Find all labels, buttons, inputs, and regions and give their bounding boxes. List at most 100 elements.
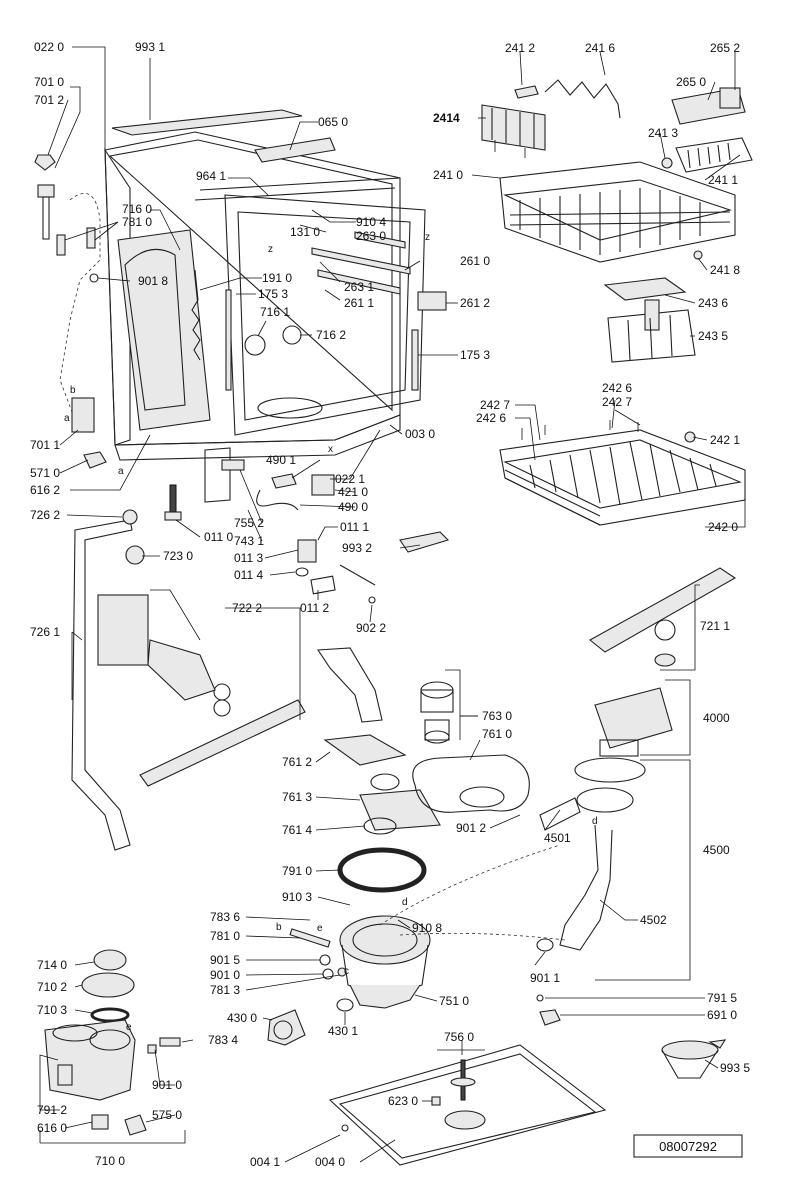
marker-z: z	[268, 244, 273, 255]
label-003-0: 003 0	[405, 427, 435, 441]
leader-lines	[39, 46, 746, 1163]
label-714-0: 714 0	[37, 958, 67, 972]
drawing-number-box: 08007292	[633, 1134, 743, 1158]
funnel	[661, 1039, 727, 1079]
label-011-2: 011 2	[300, 601, 329, 615]
label-901-2: 901 2	[456, 821, 486, 835]
part-labels: 022 0 993 1 701 0 701 2 065 0 964 1 716 …	[30, 40, 750, 1169]
label-175-3-a: 175 3	[258, 287, 288, 301]
label-263-0: 263 0	[356, 229, 386, 243]
label-011-3: 011 3	[234, 551, 263, 565]
label-242-7-a: 242 7	[480, 398, 510, 412]
label-722-2: 722 2	[232, 601, 262, 615]
label-781-3: 781 3	[210, 983, 240, 997]
label-710-2: 710 2	[37, 980, 67, 994]
label-781-0-b: 781 0	[210, 929, 240, 943]
label-701-2: 701 2	[34, 93, 64, 107]
label-490-1: 490 1	[266, 453, 296, 467]
label-623-0: 623 0	[388, 1094, 418, 1108]
label-131-0: 131 0	[290, 225, 320, 239]
label-902-2: 902 2	[356, 621, 386, 635]
label-4501: 4501	[544, 831, 571, 845]
label-791-2: 791 2	[37, 1103, 67, 1117]
label-910-4: 910 4	[356, 215, 386, 229]
label-175-3-b: 175 3	[460, 348, 490, 362]
label-241-8: 241 8	[710, 263, 740, 277]
label-430-0: 430 0	[227, 1011, 257, 1025]
label-761-0: 761 0	[482, 727, 512, 741]
label-241-1: 241 1	[708, 173, 738, 187]
upper-basket	[481, 79, 753, 363]
label-421-0: 421 0	[338, 485, 368, 499]
label-242-6-b: 242 6	[476, 411, 506, 425]
marker-e: e	[317, 923, 323, 934]
left-small-parts	[34, 154, 182, 521]
label-710-3: 710 3	[37, 1003, 67, 1017]
label-726-1: 726 1	[30, 625, 60, 639]
label-241-6: 241 6	[585, 41, 615, 55]
marker-c: c	[344, 966, 349, 977]
label-791-5: 791 5	[707, 991, 737, 1005]
label-490-0: 490 0	[338, 500, 368, 514]
label-910-8: 910 8	[412, 921, 442, 935]
label-004-1: 004 1	[250, 1155, 280, 1169]
label-011-0: 011 0	[204, 530, 233, 544]
label-964-1: 964 1	[196, 169, 226, 183]
label-761-4: 761 4	[282, 823, 312, 837]
marker-a: a	[118, 466, 124, 477]
label-011-1: 011 1	[340, 520, 369, 534]
label-701-1: 701 1	[30, 438, 60, 452]
tub-cabinet	[59, 109, 447, 503]
label-261-2: 261 2	[460, 296, 490, 310]
label-241-2: 241 2	[505, 41, 535, 55]
label-241-3: 241 3	[648, 126, 678, 140]
label-763-0: 763 0	[482, 709, 512, 723]
base-plate	[328, 1044, 607, 1166]
water-softener	[44, 949, 181, 1136]
label-241-0: 241 0	[433, 168, 463, 182]
marker-x: x	[328, 444, 333, 455]
sump-and-pump	[267, 681, 673, 1046]
label-616-2: 616 2	[30, 483, 60, 497]
label-716-2: 716 2	[316, 328, 346, 342]
label-243-6: 243 6	[698, 296, 728, 310]
label-242-7-b: 242 7	[602, 395, 632, 409]
label-910-3: 910 3	[282, 890, 312, 904]
label-022-1: 022 1	[335, 472, 365, 486]
label-430-1: 430 1	[328, 1024, 358, 1038]
label-191-0: 191 0	[262, 271, 292, 285]
label-575-0: 575 0	[152, 1108, 182, 1122]
label-4500: 4500	[703, 843, 730, 857]
label-710-0: 710 0	[95, 1154, 125, 1168]
reference-letters: a b a b c d d e e x z z	[64, 232, 598, 1033]
label-783-4: 783 4	[208, 1033, 238, 1047]
marker-a: a	[64, 413, 70, 424]
label-993-1: 993 1	[135, 40, 165, 54]
marker-z: z	[425, 232, 430, 243]
label-791-0: 791 0	[282, 864, 312, 878]
label-011-4: 011 4	[234, 568, 263, 582]
label-263-1: 263 1	[344, 280, 374, 294]
marker-b: b	[70, 385, 76, 396]
label-004-0: 004 0	[315, 1155, 345, 1169]
label-261-1: 261 1	[344, 296, 374, 310]
label-723-0: 723 0	[163, 549, 193, 563]
spray-arms	[71, 509, 737, 851]
label-242-1: 242 1	[710, 433, 740, 447]
label-265-0: 265 0	[676, 75, 706, 89]
marker-e: e	[126, 1022, 132, 1033]
label-2414: 2414	[433, 111, 460, 125]
lower-basket	[499, 420, 746, 526]
label-721-1: 721 1	[700, 619, 730, 633]
label-261-0: 261 0	[460, 254, 490, 268]
label-901-1: 901 1	[530, 971, 560, 985]
label-022-0: 022 0	[34, 40, 64, 54]
label-243-5: 243 5	[698, 329, 728, 343]
label-761-3: 761 3	[282, 790, 312, 804]
loose-parts	[221, 459, 450, 604]
label-901-5: 901 5	[210, 953, 240, 967]
label-901-0-a: 901 0	[210, 968, 240, 982]
label-716-0: 716 0	[122, 202, 152, 216]
label-242-0: 242 0	[708, 520, 738, 534]
